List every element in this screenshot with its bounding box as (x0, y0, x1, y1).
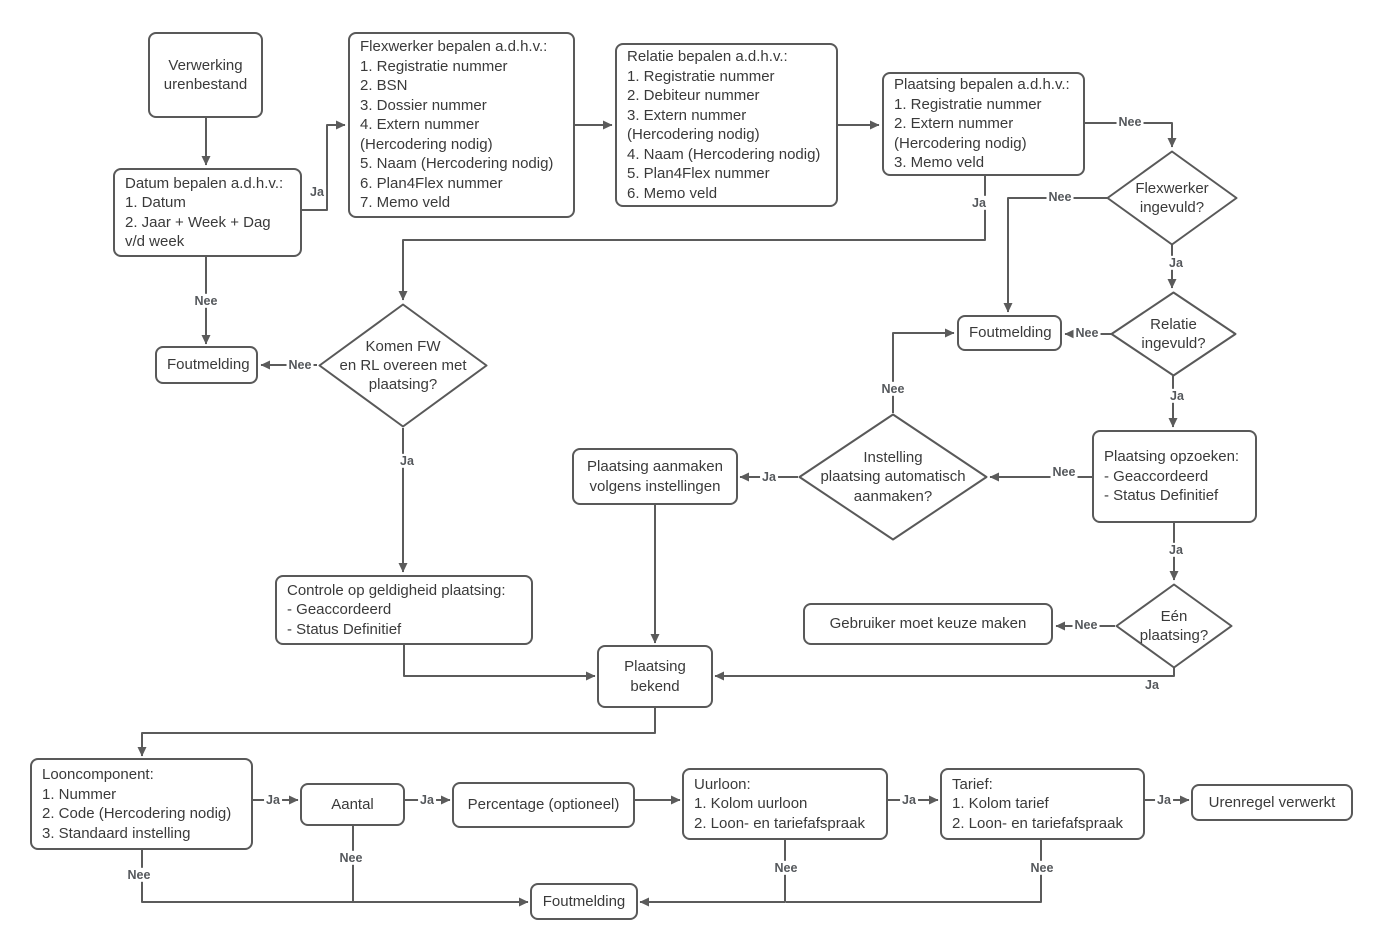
node-aantal: Aantal (300, 783, 405, 826)
edge-label-nee: Nee (1116, 114, 1144, 130)
node-relatie-bepalen: Relatie bepalen a.d.h.v.: 1. Registratie… (615, 43, 838, 207)
edge-tarief-foutmelding (786, 839, 1042, 903)
node-urenregel-verwerkt: Urenregel verwerkt (1191, 784, 1353, 821)
edge-label-nee: Nee (1073, 325, 1101, 341)
edge-controle-plaatsingbekend (403, 644, 596, 681)
edge-datum-flexwerker (301, 120, 346, 211)
edge-label-nee: Nee (192, 293, 220, 309)
edge-flexwerkeringevuld-foutmelding (1003, 197, 1107, 313)
edge-label-ja: Ja (264, 792, 282, 808)
edge-label-ja: Ja (970, 195, 988, 211)
edge-label-nee: Nee (1046, 189, 1074, 205)
edge-instelling-foutmelding (892, 328, 955, 413)
edge-label-ja: Ja (308, 184, 326, 200)
node-datum-bepalen: Datum bepalen a.d.h.v.: 1. Datum 2. Jaar… (113, 168, 302, 257)
node-foutmelding-right: Foutmelding (957, 315, 1062, 351)
edge-label-nee: Nee (1072, 617, 1100, 633)
diamond-shape (1106, 150, 1238, 246)
edge-label-nee: Nee (125, 867, 153, 883)
node-foutmelding-bottom: Foutmelding (530, 883, 638, 920)
edge-label-ja: Ja (1167, 255, 1185, 271)
edge-uurloon-foutmelding (639, 839, 786, 907)
decision-relatie-ingevuld: Relatie ingevuld? (1110, 291, 1237, 377)
node-uurloon: Uurloon: 1. Kolom uurloon 2. Loon- en ta… (682, 768, 888, 840)
decision-komen-fw-rl-overeen: Komen FW en RL overeen met plaatsing? (318, 303, 488, 428)
diamond-shape (1110, 291, 1237, 377)
decision-instelling-automatisch-aanmaken: Instelling plaatsing automatisch aanmake… (798, 413, 988, 541)
node-plaatsing-bekend: Plaatsing bekend (597, 645, 713, 708)
edge-label-nee: Nee (337, 850, 365, 866)
edge-label-nee: Nee (1028, 860, 1056, 876)
node-looncomponent: Looncomponent: 1. Nummer 2. Code (Hercod… (30, 758, 253, 850)
edge-plaatsingbekend-looncomponent (137, 707, 656, 757)
edge-label-nee: Nee (772, 860, 800, 876)
node-controle-geldigheid: Controle op geldigheid plaatsing: - Geac… (275, 575, 533, 645)
edge-label-ja: Ja (1155, 792, 1173, 808)
edge-plaatsingbepalen-flexwerkeringevuld (1085, 122, 1177, 148)
node-plaatsing-opzoeken: Plaatsing opzoeken: - Geaccordeerd - Sta… (1092, 430, 1257, 523)
diamond-shape (1115, 583, 1233, 669)
decision-een-plaatsing: Eén plaatsing? (1115, 583, 1233, 669)
edge-label-ja: Ja (1168, 388, 1186, 404)
node-foutmelding-left: Foutmelding (155, 346, 258, 384)
edge-label-nee: Nee (879, 381, 907, 397)
node-gebruiker-keuze: Gebruiker moet keuze maken (803, 603, 1053, 645)
node-flexwerker-bepalen: Flexwerker bepalen a.d.h.v.: 1. Registra… (348, 32, 575, 218)
node-verwerking-urenbestand: Verwerking urenbestand (148, 32, 263, 118)
edge-label-ja: Ja (398, 453, 416, 469)
node-percentage: Percentage (optioneel) (452, 782, 635, 828)
diamond-shape (798, 413, 988, 541)
edge-label-ja: Ja (1143, 677, 1161, 693)
edge-label-nee: Nee (1050, 464, 1078, 480)
node-plaatsing-bepalen: Plaatsing bepalen a.d.h.v.: 1. Registrat… (882, 72, 1085, 176)
edge-label-ja: Ja (418, 792, 436, 808)
edge-looncomponent-foutmelding (141, 849, 529, 907)
edge-label-ja: Ja (760, 469, 778, 485)
node-tarief: Tarief: 1. Kolom tarief 2. Loon- en tari… (940, 768, 1145, 840)
edge-label-nee: Nee (286, 357, 314, 373)
diamond-shape (318, 303, 488, 428)
node-plaatsing-aanmaken: Plaatsing aanmaken volgens instellingen (572, 448, 738, 505)
decision-flexwerker-ingevuld: Flexwerker ingevuld? (1106, 150, 1238, 246)
edge-label-ja: Ja (900, 792, 918, 808)
edge-eenplaatsing-plaatsingbekend (714, 668, 1175, 681)
edge-label-ja: Ja (1167, 542, 1185, 558)
